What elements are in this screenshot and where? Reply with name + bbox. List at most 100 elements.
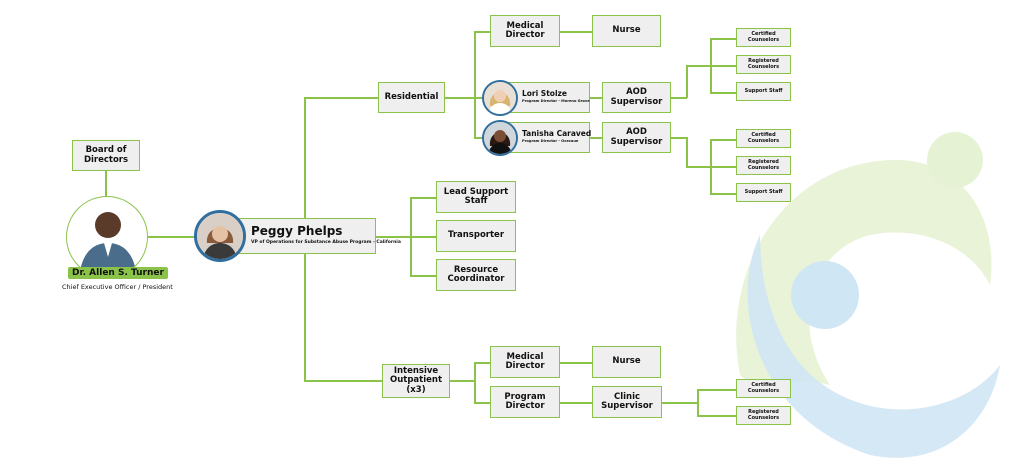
connector-line [671,137,687,139]
connector-line [662,402,698,404]
watermark-logo [736,132,1000,458]
connector-line [686,137,688,167]
team-label: Certified Counselors [747,31,780,43]
person-silhouette-icon [197,213,243,259]
program-director-2-name: Tanisha Caraved [522,129,592,138]
program-director-1-name: Lori Stolze [522,89,567,98]
connector-line [560,402,592,404]
ceo-title: Chief Executive Officer / President [62,283,173,291]
program-director-1-photo [482,80,518,116]
team-label: Certified Counselors [747,132,780,144]
connector-line [474,31,476,137]
support-staff-box: Support Staff [736,82,791,101]
certified-counselors-box: Certified Counselors [736,129,791,148]
registered-counselors-box: Registered Counselors [736,406,791,425]
connector-line [697,389,699,416]
team-label: Registered Counselors [747,58,780,70]
registered-counselors-box: Registered Counselors [736,55,791,74]
team-label: Certified Counselors [747,382,780,394]
aod-supervisor-1-box: AOD Supervisor [602,82,671,113]
connector-line [474,362,490,364]
connector-line [474,402,490,404]
connector-line [710,92,736,94]
vp-photo [194,210,246,262]
connector-line [686,65,710,67]
ceo-name-badge: Dr. Allen S. Turner [68,267,168,279]
connector-line [560,362,592,364]
aod-supervisor-label: AOD Supervisor [610,87,663,107]
outpatient-nurse-box: Nurse [592,346,661,378]
connector-line [148,236,196,238]
connector-line [710,193,736,195]
connector-line [445,97,475,99]
person-silhouette-icon [484,122,516,154]
connector-line [304,380,382,382]
connector-line [671,97,687,99]
intensive-outpatient-box: Intensive Outpatient (x3) [382,364,450,398]
resource-coordinator-box: Resource Coordinator [436,259,516,291]
connector-line [474,137,484,139]
connector-line [474,31,490,33]
program-director-1-title: Program Director - Moreno Grove [522,99,590,103]
certified-counselors-box: Certified Counselors [736,28,791,47]
program-director-2-title: Program Director - Ocecaue [522,139,579,143]
connector-line [376,236,410,238]
connector-line [697,389,736,391]
connector-line [474,97,484,99]
team-label: Registered Counselors [747,409,780,421]
transporter-box: Transporter [436,220,516,252]
connector-line [590,97,602,99]
connector-line [410,236,436,238]
connector-line [710,166,736,168]
outpatient-program-director-box: Program Director [490,386,560,418]
connector-line [710,38,736,40]
connector-line [560,31,592,33]
outpatient-medical-director-box: Medical Director [490,346,560,378]
ceo-photo [66,196,148,278]
clinic-supervisor-label: Clinic Supervisor [601,391,653,411]
connector-line [304,97,378,99]
residential-nurse-box: Nurse [592,15,661,47]
connector-line [710,139,736,141]
connector-line [710,65,736,67]
support-label: Transporter [447,230,505,241]
board-label: Board of Directors [83,145,129,165]
clinic-supervisor-box: Clinic Supervisor [592,386,662,418]
medical-director-label: Medical Director [505,351,545,371]
connector-line [105,170,107,202]
registered-counselors-box: Registered Counselors [736,156,791,175]
connector-line [590,137,602,139]
nurse-label: Nurse [612,25,641,36]
connector-line [410,197,436,199]
vp-name: Peggy Phelps [251,224,343,238]
aod-supervisor-label: AOD Supervisor [610,127,663,147]
person-silhouette-icon [484,82,516,114]
board-of-directors-box: Board of Directors [72,140,140,171]
vp-title: VP of Operations for Substance Abuse Pro… [251,240,401,245]
connector-line [686,166,710,168]
connector-line [450,380,475,382]
support-staff-box: Support Staff [736,183,791,202]
medical-director-label: Medical Director [505,20,545,40]
team-label: Support Staff [744,188,783,195]
residential-label: Residential [384,91,439,102]
team-label: Registered Counselors [747,159,780,171]
nurse-label: Nurse [612,356,641,367]
outpatient-label: Intensive Outpatient (x3) [389,365,443,395]
certified-counselors-box: Certified Counselors [736,379,791,398]
support-label: Resource Coordinator [447,264,505,284]
program-director-2-photo [482,120,518,156]
residential-box: Residential [378,82,445,113]
connector-line [697,415,736,417]
aod-supervisor-2-box: AOD Supervisor [602,122,671,153]
connector-line [410,275,436,277]
residential-medical-director-box: Medical Director [490,15,560,47]
lead-support-staff-box: Lead Support Staff [436,181,516,213]
connector-line [474,362,476,403]
support-label: Lead Support Staff [443,186,509,206]
connector-line [686,65,688,98]
person-silhouette-icon [79,212,137,277]
program-director-label: Program Director [504,391,546,411]
team-label: Support Staff [744,87,783,94]
